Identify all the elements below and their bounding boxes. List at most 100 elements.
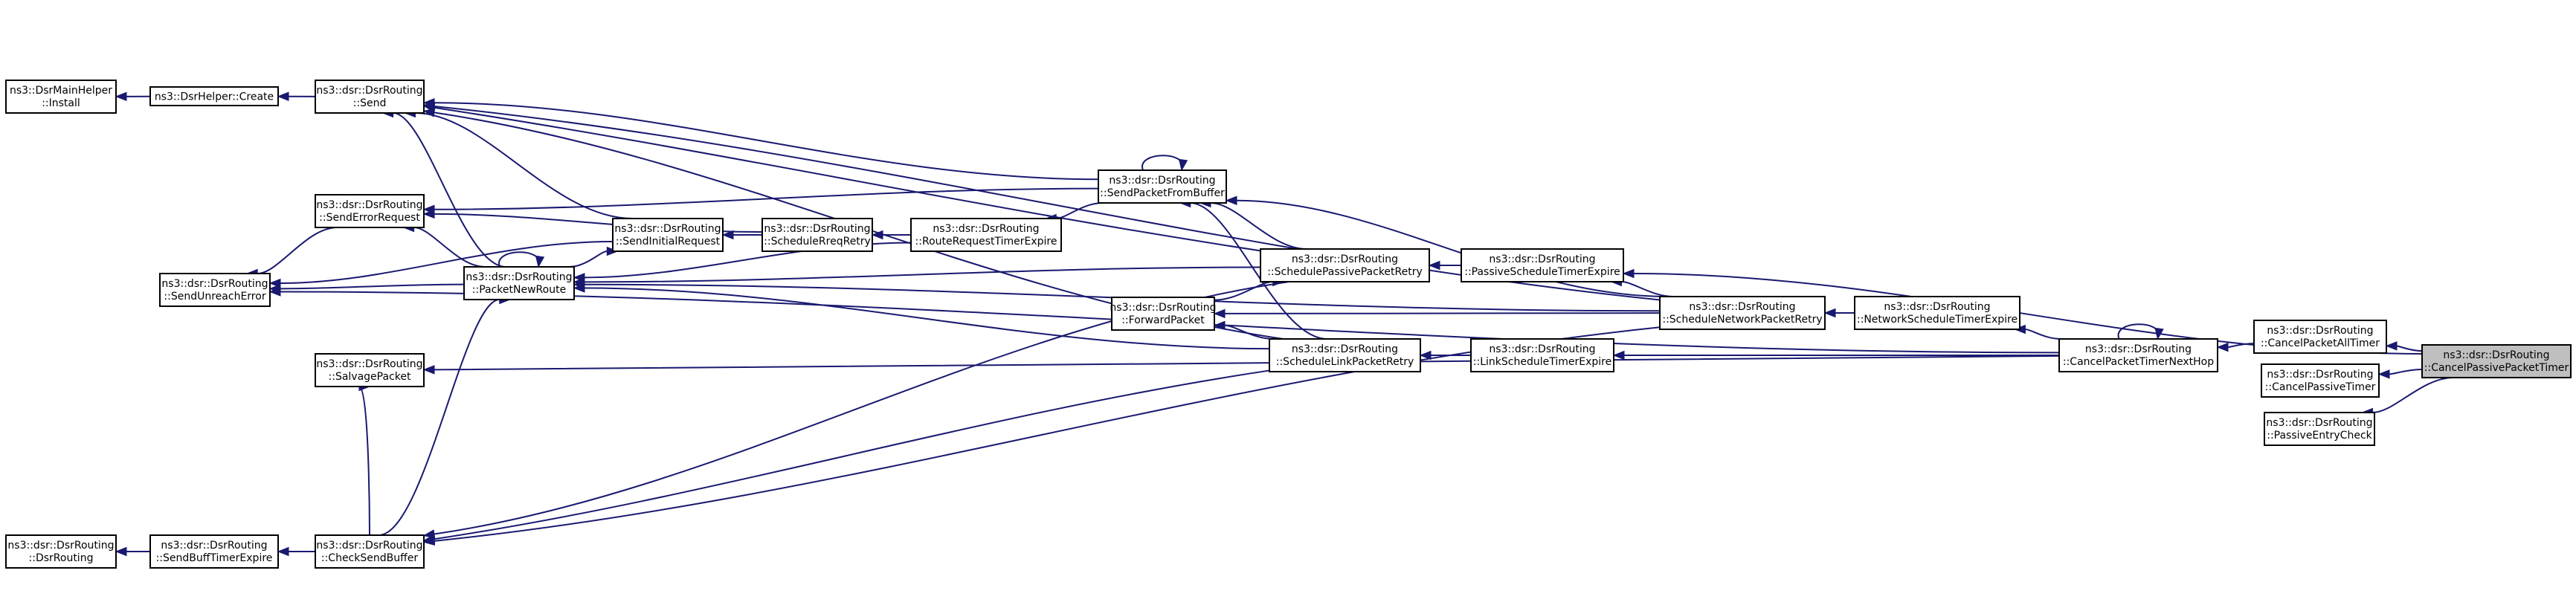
edge-create-to-install-arrowhead xyxy=(115,91,127,102)
node-label-line1: ns3::dsr::DsrRouting xyxy=(161,540,267,552)
node-box[interactable] xyxy=(315,534,425,569)
node-sendbufftimerexpire[interactable]: ns3::dsr::DsrRouting::SendBuffTimerExpir… xyxy=(149,534,279,569)
edge-schedulenetworkpacketretry-to-forwardpacket-line xyxy=(1224,312,1661,314)
edge-send-to-create-arrowhead xyxy=(277,91,289,101)
edge-cancelpacketalltimer-to-cancelpackettimernexthop xyxy=(2216,342,2255,352)
node-label-line1: ns3::dsr::DsrRouting xyxy=(2266,417,2372,429)
node-box[interactable] xyxy=(463,266,575,300)
edge-cancelpackettimernexthop-to-salvagepacket-arrowhead xyxy=(422,365,435,375)
node-create[interactable]: ns3::DsrHelper::Create xyxy=(149,86,279,106)
edge-schedulenetworkpacketretry-to-checksendbuffer xyxy=(422,326,1661,546)
node-label-line2: ::SendInitialRequest xyxy=(616,236,721,248)
node-box[interactable] xyxy=(1098,169,1227,204)
node-label-line1: ns3::dsr::DsrRouting xyxy=(316,199,422,211)
edge-cancelpackettimernexthop-to-sendunreacherror-arrowhead xyxy=(268,287,281,297)
node-senderrorrequest[interactable]: ns3::dsr::DsrRouting::SendErrorRequest xyxy=(315,194,425,228)
node-label-line1: ns3::dsr::DsrRouting xyxy=(316,358,422,370)
node-label-line1: ns3::dsr::DsrRouting xyxy=(1489,343,1595,355)
node-install[interactable]: ns3::DsrMainHelper::Install xyxy=(5,80,117,114)
node-box[interactable] xyxy=(2264,412,2375,446)
edge-schedulenetworkpacketretry-to-checksendbuffer-line xyxy=(434,326,1661,542)
node-label-line2: ::Install xyxy=(42,97,80,109)
node-label-line2: ::CancelPassiveTimer xyxy=(2265,381,2376,393)
node-label-line1: ns3::dsr::DsrRouting xyxy=(2443,349,2549,361)
edge-cancelpackettimernexthop-to-linkscheduletimerexpire-arrowhead xyxy=(1612,350,1625,361)
node-label-line2: ::PacketNewRoute xyxy=(472,284,566,296)
node-dsrrouting[interactable]: ns3::dsr::DsrRouting::DsrRouting xyxy=(5,534,117,569)
node-cancelpacketalltimer[interactable]: ns3::dsr::DsrRouting::CancelPacketAllTim… xyxy=(2253,320,2387,354)
edge-schedulenetworkpacketretry-to-send-arrowhead xyxy=(422,101,436,111)
node-box[interactable] xyxy=(1659,296,1826,330)
node-forwardpacket[interactable]: ns3::dsr::DsrRouting::ForwardPacket xyxy=(1110,297,1217,331)
node-box[interactable] xyxy=(1111,297,1215,331)
node-salvagepacket[interactable]: ns3::dsr::DsrRouting::SalvagePacket xyxy=(315,353,425,387)
node-cancelpackettimernexthop[interactable]: ns3::dsr::DsrRouting::CancelPacketTimerN… xyxy=(2058,338,2218,372)
edge-linkscheduletimerexpire-to-schedulelinkpacketretry-arrowhead xyxy=(1419,350,1432,361)
node-box[interactable] xyxy=(1470,338,1614,372)
node-box[interactable] xyxy=(5,80,117,114)
edge-send-to-create xyxy=(277,91,316,101)
node-box[interactable] xyxy=(149,534,279,569)
node-linkscheduletimerexpire[interactable]: ns3::dsr::DsrRouting::LinkScheduleTimerE… xyxy=(1470,338,1614,372)
node-box[interactable] xyxy=(2058,338,2218,372)
edge-schedulelinkpacketretry-to-send-arrowhead xyxy=(422,108,436,117)
edge-schedulenetworkpacketretry-to-forwardpacket-arrowhead xyxy=(1213,308,1226,319)
node-box[interactable] xyxy=(1461,248,1624,282)
node-passiveentrycheck[interactable]: ns3::dsr::DsrRouting::PassiveEntryCheck xyxy=(2264,412,2375,446)
edge-networkscheduletimerexpire-to-schedulenetworkpacketretry xyxy=(1823,308,1855,318)
node-networkscheduletimerexpire[interactable]: ns3::dsr::DsrRouting::NetworkScheduleTim… xyxy=(1854,296,2020,330)
node-label-line1: ns3::dsr::DsrRouting xyxy=(1110,302,1216,314)
node-schedulenetworkpacketretry[interactable]: ns3::dsr::DsrRouting::ScheduleNetworkPac… xyxy=(1659,296,1826,330)
edge-packetnewroute-to-senderrorrequest-line xyxy=(413,227,486,268)
node-label-line1: ns3::DsrHelper::Create xyxy=(155,91,274,103)
edge-senderrorrequest-to-sendunreacherror-line xyxy=(257,227,338,274)
node-box[interactable] xyxy=(5,534,117,569)
edge-sendpacketfrombuffer-to-senderrorrequest xyxy=(422,187,1099,214)
edge-checksendbuffer-to-packetnewroute-line xyxy=(379,299,500,536)
node-box[interactable] xyxy=(2421,344,2572,378)
node-label-line2: ::SalvagePacket xyxy=(329,371,411,383)
node-box[interactable] xyxy=(612,218,724,252)
edge-create-to-install xyxy=(115,91,151,102)
edge-checksendbuffer-to-sendbufftimerexpire xyxy=(277,546,316,557)
node-box[interactable] xyxy=(315,353,425,387)
node-sendinitialrequest[interactable]: ns3::dsr::DsrRouting::SendInitialRequest xyxy=(612,218,724,252)
node-label-line1: ns3::dsr::DsrRouting xyxy=(316,85,422,97)
node-box[interactable] xyxy=(315,194,425,228)
node-box[interactable] xyxy=(2261,363,2380,398)
node-label-line1: ns3::dsr::DsrRouting xyxy=(7,540,114,552)
node-box[interactable] xyxy=(1269,338,1421,372)
node-box[interactable] xyxy=(149,86,279,106)
node-cancelpassivepackettimer[interactable]: ns3::dsr::DsrRouting::CancelPassivePacke… xyxy=(2421,344,2572,378)
edge-cancelpassivepackettimer-to-cancelpassivetimer-line xyxy=(2389,368,2423,375)
node-schedulepassivepacketretry[interactable]: ns3::dsr::DsrRouting::SchedulePassivePac… xyxy=(1260,248,1430,282)
edge-cancelpassivepackettimer-to-passivescheduletimerexpire-arrowhead xyxy=(1622,268,1635,279)
node-send[interactable]: ns3::dsr::DsrRouting::Send xyxy=(315,80,425,114)
node-label-line2: ::SendPacketFromBuffer xyxy=(1100,187,1225,199)
node-packetnewroute[interactable]: ns3::dsr::DsrRouting::PacketNewRoute xyxy=(463,266,575,300)
edge-schedulenetworkpacketretry-to-forwardpacket xyxy=(1213,308,1661,319)
node-schedulelinkpacketretry[interactable]: ns3::dsr::DsrRouting::ScheduleLinkPacket… xyxy=(1269,338,1421,372)
node-box[interactable] xyxy=(2253,320,2387,354)
node-sendunreacherror[interactable]: ns3::dsr::DsrRouting::SendUnreachError xyxy=(159,273,271,307)
edge-schedulenetworkpacketretry-to-packetnewroute-arrowhead xyxy=(573,279,585,290)
node-box[interactable] xyxy=(910,218,1062,252)
node-box[interactable] xyxy=(315,80,425,114)
node-box[interactable] xyxy=(159,273,271,307)
edge-schedulenetworkpacketretry-to-checksendbuffer-arrowhead xyxy=(422,536,436,546)
node-schedulerreqretry[interactable]: ns3::dsr::DsrRouting::ScheduleRreqRetry xyxy=(761,218,873,252)
node-box[interactable] xyxy=(761,218,873,252)
edge-sendinitialrequest-to-sendunreacherror-line xyxy=(280,240,614,285)
node-box[interactable] xyxy=(1260,248,1430,282)
node-label-line2: ::Send xyxy=(353,97,387,109)
node-label-line1: ns3::dsr::DsrRouting xyxy=(1292,253,1398,265)
edge-checksendbuffer-to-salvagepacket-line xyxy=(358,386,370,536)
node-sendpacketfrombuffer[interactable]: ns3::dsr::DsrRouting::SendPacketFromBuff… xyxy=(1098,169,1227,204)
node-label-line1: ns3::DsrMainHelper xyxy=(10,85,112,97)
node-passivescheduletimerexpire[interactable]: ns3::dsr::DsrRouting::PassiveScheduleTim… xyxy=(1461,248,1624,282)
node-routerequesttimerexpire[interactable]: ns3::dsr::DsrRouting::RouteRequestTimerE… xyxy=(910,218,1062,252)
node-label-line2: ::LinkScheduleTimerExpire xyxy=(1473,356,1611,368)
node-box[interactable] xyxy=(1854,296,2020,330)
node-checksendbuffer[interactable]: ns3::dsr::DsrRouting::CheckSendBuffer xyxy=(315,534,425,569)
node-cancelpassivetimer[interactable]: ns3::dsr::DsrRouting::CancelPassiveTimer xyxy=(2261,363,2380,398)
